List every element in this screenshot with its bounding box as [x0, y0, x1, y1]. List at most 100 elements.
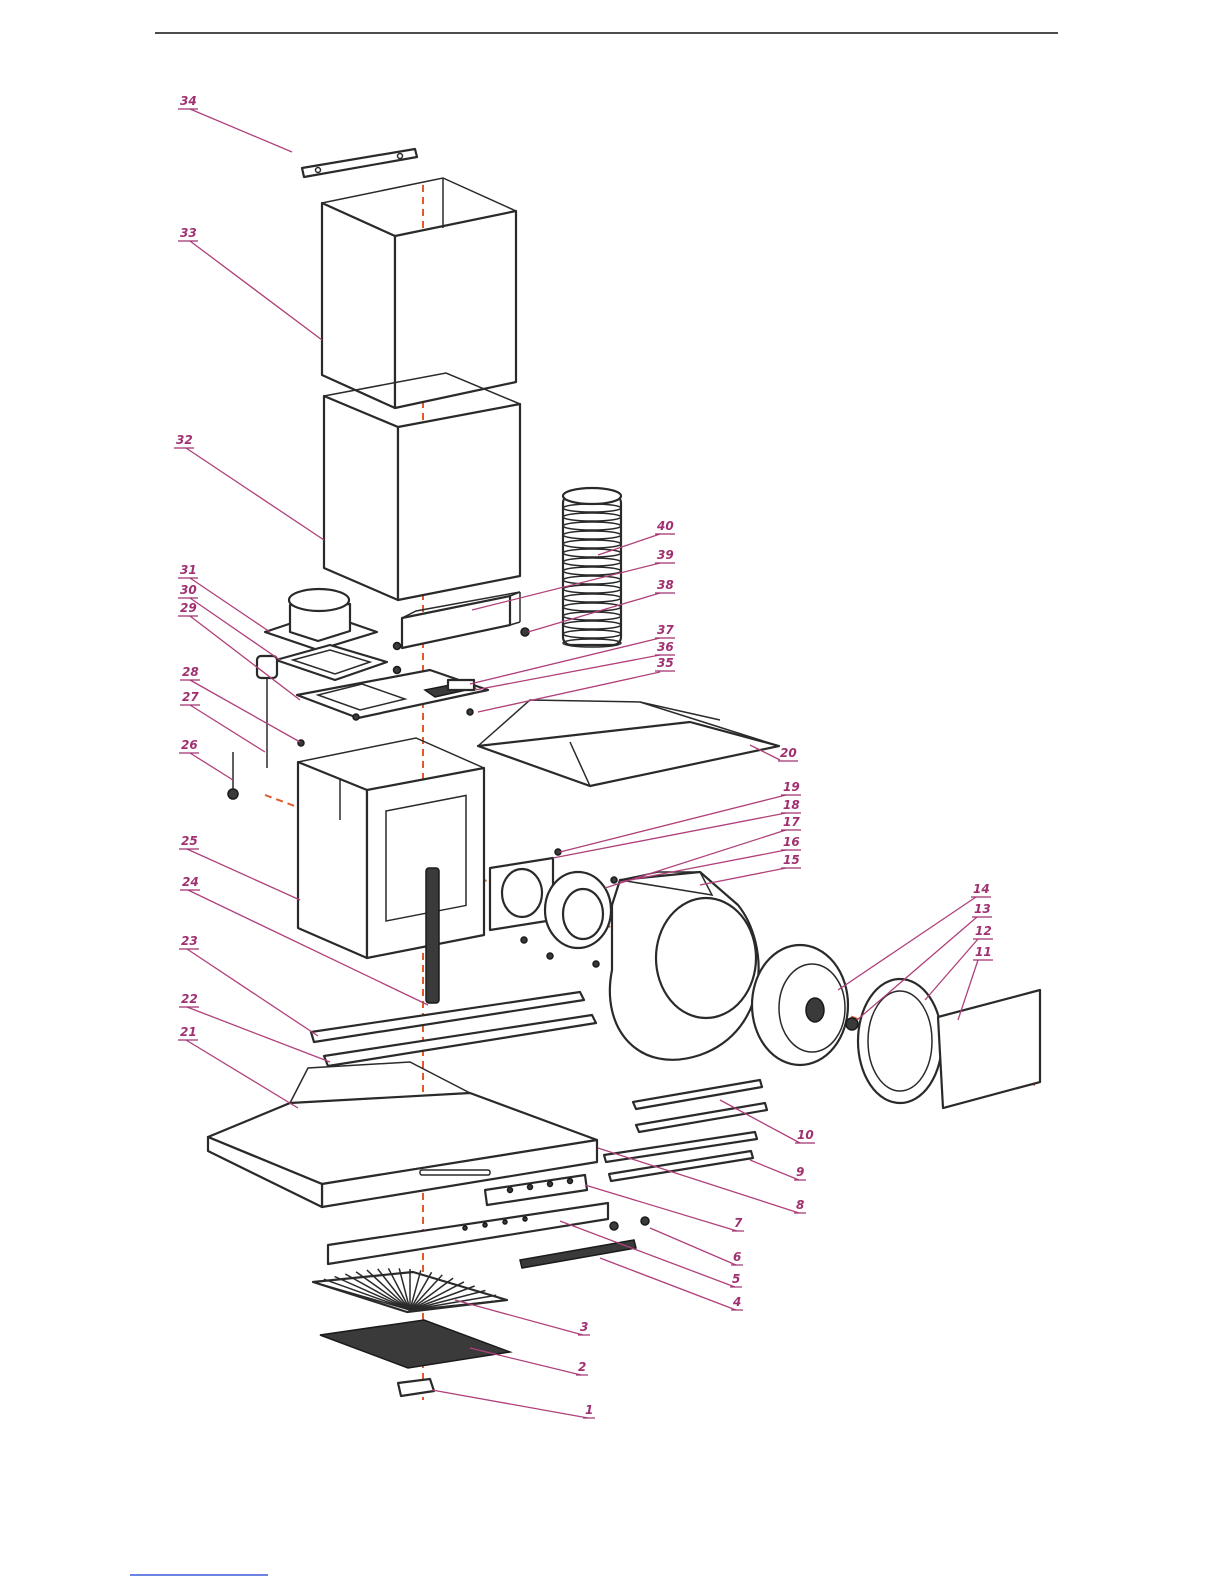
callout-leader-9 — [750, 1160, 799, 1180]
callout-label-10: 10 — [797, 1128, 814, 1142]
part-blower-scroll — [610, 872, 759, 1060]
part-upper-chimney — [322, 178, 516, 408]
part-light-bracket — [520, 1240, 636, 1268]
callout-label-27: 27 — [182, 690, 199, 704]
part-side-rail-lower — [324, 1015, 596, 1066]
part-side-rail-upper — [311, 992, 584, 1042]
callout-leader-3 — [455, 1300, 583, 1335]
callout-leader-23 — [187, 949, 318, 1036]
callout-label-18: 18 — [783, 798, 800, 812]
callout-leader-18 — [553, 813, 786, 858]
part-outlet-flange — [265, 589, 377, 650]
callout-21: 21 — [178, 1025, 298, 1108]
callout-label-2: 2 — [578, 1360, 586, 1374]
callout-leader-34 — [190, 109, 292, 152]
callout-label-24: 24 — [182, 875, 199, 889]
part-screw-a — [394, 643, 401, 650]
part-screw-d — [353, 714, 359, 720]
part-screw-i — [593, 961, 599, 967]
callout-leader-12 — [925, 939, 978, 1000]
callout-leader-21 — [186, 1040, 298, 1108]
callout-14: 14 — [838, 882, 991, 990]
callout-22: 22 — [179, 992, 330, 1062]
part-knob-a — [610, 1222, 618, 1230]
callout-label-16: 16 — [783, 835, 800, 849]
callout-6: 6 — [650, 1228, 743, 1265]
callout-leader-26 — [190, 753, 233, 780]
callout-label-31: 31 — [180, 563, 197, 577]
callout-9: 9 — [750, 1160, 806, 1180]
part-power-plug — [257, 656, 277, 768]
callout-34: 34 — [178, 94, 292, 152]
callout-32: 32 — [174, 433, 324, 540]
callout-label-29: 29 — [180, 601, 197, 615]
callout-label-37: 37 — [657, 623, 674, 637]
callout-leader-33 — [190, 241, 322, 340]
part-screw-h — [547, 953, 553, 959]
part-screw-g — [521, 937, 527, 943]
callout-label-1: 1 — [585, 1403, 593, 1417]
callout-26: 26 — [179, 738, 233, 780]
callout-label-35: 35 — [657, 656, 674, 670]
callout-label-8: 8 — [796, 1198, 804, 1212]
callout-label-9: 9 — [796, 1165, 804, 1179]
part-screw-b — [394, 667, 401, 674]
callout-label-23: 23 — [181, 934, 198, 948]
callout-label-3: 3 — [580, 1320, 588, 1334]
part-top-bracket — [302, 149, 417, 177]
callout-label-22: 22 — [181, 992, 198, 1006]
part-lamp — [398, 1379, 434, 1396]
part-impeller — [752, 945, 848, 1065]
part-filter-strip-b — [636, 1103, 767, 1132]
callout-label-25: 25 — [181, 834, 198, 848]
callout-label-33: 33 — [180, 226, 197, 240]
callout-leader-32 — [186, 448, 324, 540]
part-control-panel — [485, 1175, 587, 1205]
part-back-plate — [938, 990, 1040, 1108]
callout-label-20: 20 — [780, 746, 797, 760]
callout-leader-27 — [190, 705, 265, 752]
callout-19: 19 — [560, 780, 801, 852]
callout-label-17: 17 — [783, 815, 800, 829]
callout-29: 29 — [178, 601, 300, 700]
callout-30: 30 — [178, 583, 280, 660]
callout-label-19: 19 — [783, 780, 800, 794]
callout-33: 33 — [178, 226, 322, 340]
callout-label-26: 26 — [181, 738, 198, 752]
part-screw-f — [611, 877, 617, 883]
callout-label-36: 36 — [657, 640, 674, 654]
part-motor-housing — [298, 738, 484, 958]
callout-36: 36 — [475, 640, 675, 690]
part-vertical-rail — [426, 868, 439, 1003]
part-motor-shaft-nut — [846, 1018, 858, 1030]
part-inlet-ring — [545, 872, 611, 948]
callout-leader-31 — [190, 578, 270, 632]
callout-label-11: 11 — [975, 945, 992, 959]
callout-label-4: 4 — [732, 1295, 741, 1309]
callout-8: 8 — [598, 1148, 806, 1213]
callout-label-38: 38 — [657, 578, 674, 592]
callout-label-6: 6 — [733, 1250, 741, 1264]
callout-leader-35 — [478, 672, 660, 712]
part-gasket — [276, 645, 387, 680]
callout-4: 4 — [600, 1258, 743, 1310]
callout-label-21: 21 — [180, 1025, 197, 1039]
callout-leader-19 — [560, 795, 786, 852]
callout-15: 15 — [700, 853, 801, 885]
callout-12: 12 — [925, 924, 993, 1000]
callout-leader-1 — [432, 1390, 588, 1418]
callout-label-7: 7 — [734, 1216, 743, 1230]
callout-label-14: 14 — [973, 882, 990, 896]
callout-label-13: 13 — [974, 902, 991, 916]
callout-label-5: 5 — [732, 1272, 740, 1286]
callout-label-12: 12 — [975, 924, 992, 938]
part-transformer-box — [402, 592, 520, 648]
part-top-cover — [478, 700, 779, 786]
callout-leader-2 — [470, 1348, 581, 1375]
callout-label-30: 30 — [180, 583, 197, 597]
part-baffle-filter — [313, 1268, 507, 1312]
part-nut — [521, 628, 529, 636]
side-axis — [265, 795, 300, 808]
callout-leader-28 — [190, 680, 300, 742]
callout-leader-8 — [598, 1148, 799, 1213]
